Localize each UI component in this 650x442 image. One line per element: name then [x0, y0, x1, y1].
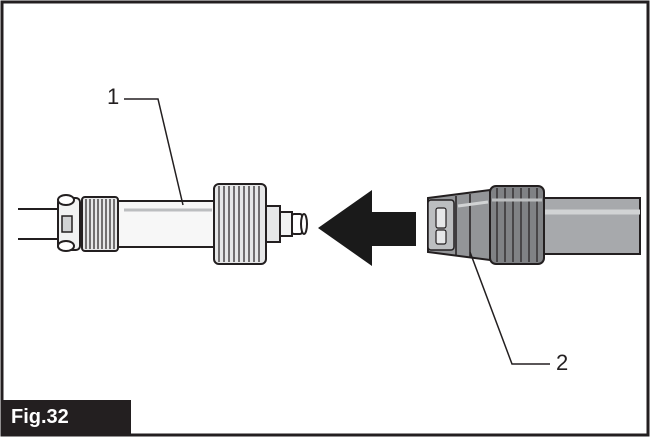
hose-clamp	[57, 194, 81, 252]
callout-number-1: 1	[107, 84, 120, 109]
knurled-nut-large	[213, 183, 267, 265]
callout-number-2: 2	[556, 350, 569, 375]
connector-body	[427, 188, 491, 262]
connector-collar	[489, 185, 545, 265]
direction-arrow-left-icon	[318, 190, 416, 266]
hose-nipple	[265, 205, 308, 243]
hose-adapter-assembly	[18, 98, 308, 265]
leader-line-1	[124, 98, 184, 206]
knurled-nut-small	[81, 196, 119, 252]
figure-label: Fig.32	[3, 400, 131, 434]
leader-line-2	[469, 251, 550, 365]
quick-connector-assembly	[427, 185, 641, 365]
